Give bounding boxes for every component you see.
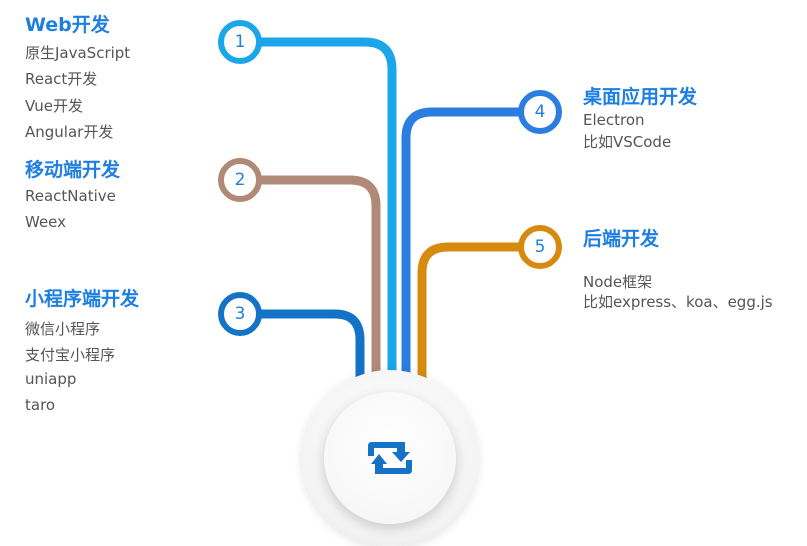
node-3-title: 小程序端开发 bbox=[25, 288, 140, 310]
repeat-icon bbox=[368, 442, 412, 474]
node-5-title: 后端开发 bbox=[583, 228, 660, 250]
connector-1 bbox=[255, 37, 397, 383]
node-2-item: Weex bbox=[25, 213, 67, 231]
hub bbox=[324, 392, 456, 524]
node-5-badge: 5 bbox=[518, 225, 562, 269]
node-1-title: Web开发 bbox=[25, 14, 110, 36]
node-4-item: Electron bbox=[583, 111, 645, 129]
node-2-item: ReactNative bbox=[25, 187, 116, 205]
connector-2 bbox=[255, 175, 381, 383]
node-4-item: 比如VSCode bbox=[583, 133, 672, 151]
node-4-badge: 4 bbox=[518, 90, 562, 134]
node-3-item: uniapp bbox=[25, 370, 77, 388]
node-3-item: 微信小程序 bbox=[25, 320, 101, 338]
node-1-item: 原生JavaScript bbox=[25, 44, 131, 62]
connector-5 bbox=[417, 242, 525, 383]
node-2-title: 移动端开发 bbox=[25, 159, 121, 181]
node-3-item: 支付宝小程序 bbox=[25, 346, 116, 364]
node-2-badge: 2 bbox=[218, 158, 262, 202]
node-1-item: Vue开发 bbox=[25, 97, 83, 115]
node-5-item: Node框架 bbox=[583, 273, 653, 291]
connector-4 bbox=[401, 107, 525, 383]
connector-3 bbox=[255, 309, 365, 383]
node-5-item: 比如express、koa、egg.js bbox=[583, 293, 773, 311]
node-3-item: taro bbox=[25, 396, 56, 414]
node-1-badge: 1 bbox=[218, 20, 262, 64]
node-3-badge: 3 bbox=[218, 292, 262, 336]
node-4-title: 桌面应用开发 bbox=[583, 86, 698, 108]
node-1-item: Angular开发 bbox=[25, 123, 114, 141]
node-1-item: React开发 bbox=[25, 70, 98, 88]
